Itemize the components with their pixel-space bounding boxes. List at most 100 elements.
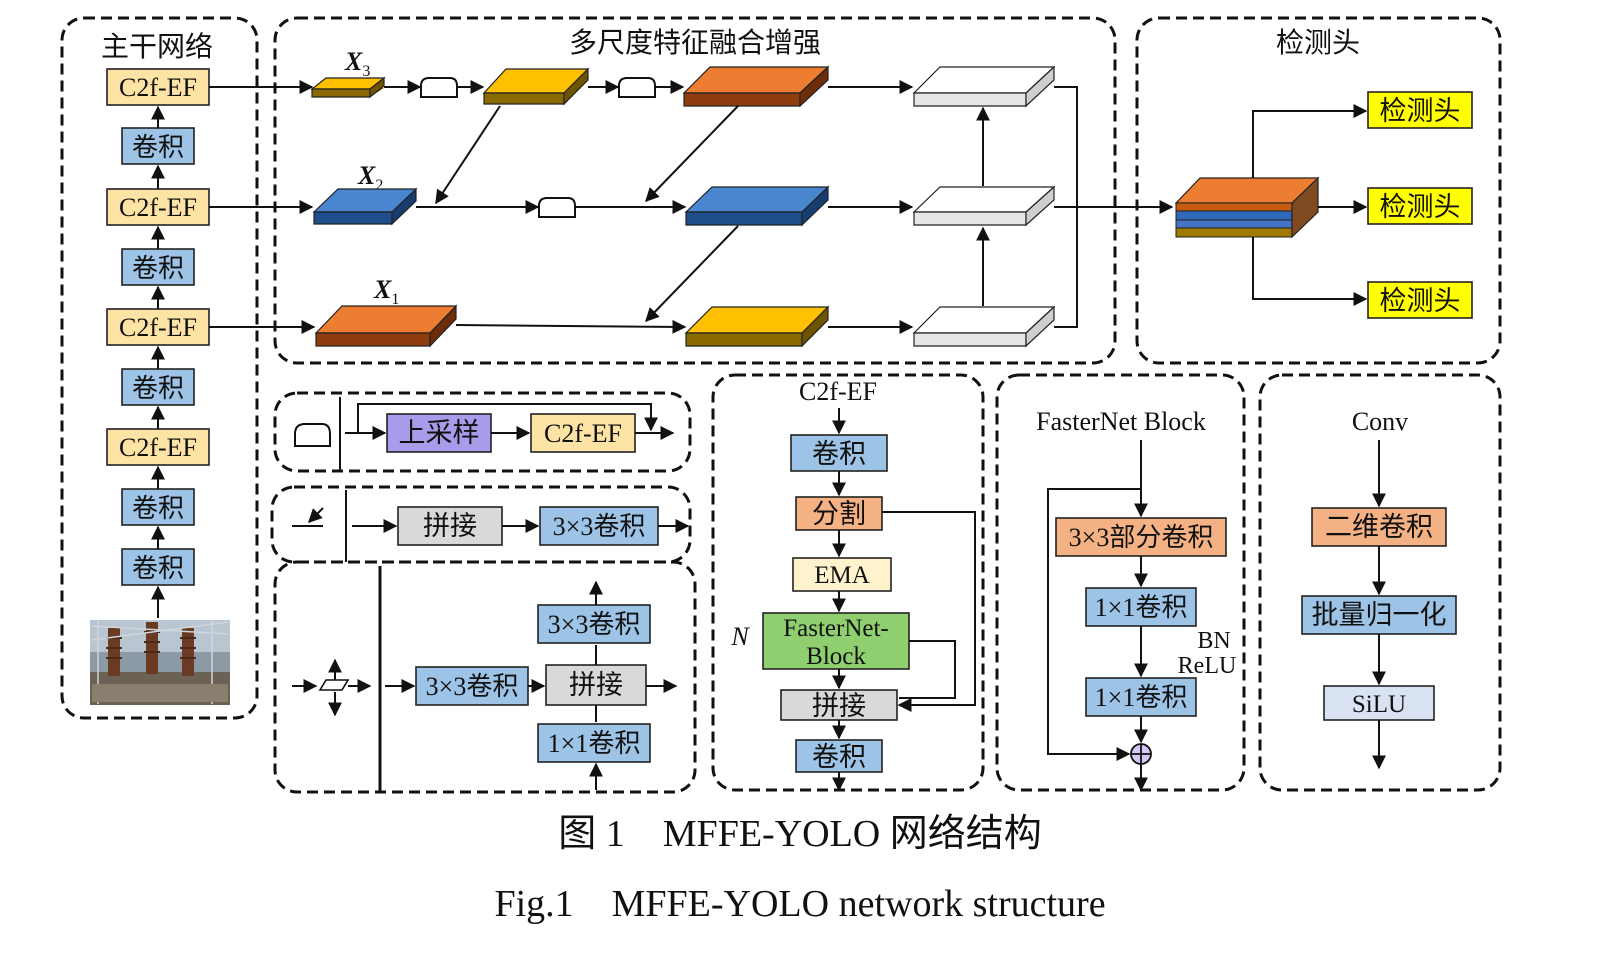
backbone-block-4-label: 卷积 — [132, 254, 184, 283]
c2fef-split: 分割 — [795, 496, 883, 531]
upsample-icon — [538, 197, 576, 218]
backbone-panel — [60, 16, 259, 720]
upsample-icon — [618, 77, 656, 98]
fasternet-title: FasterNet Block — [1036, 407, 1206, 436]
c2fef-ema: EMA — [792, 557, 892, 592]
backbone-block-9-label: 卷积 — [132, 554, 184, 583]
c2fef-conv2: 卷积 — [795, 739, 883, 773]
fusion-arrows — [384, 80, 1174, 334]
fusion-input-x3: X3 — [344, 47, 370, 80]
detection-head-3-label: 检测头 — [1380, 286, 1461, 316]
detection-head-3: 检测头 — [1367, 281, 1473, 319]
legend-fuse-left: 3×3卷积 — [426, 672, 519, 701]
conv-bn-label: 批量归一化 — [1312, 600, 1447, 630]
head-arrows — [1252, 104, 1368, 306]
backbone-block-4: 卷积 — [121, 248, 195, 286]
fasternet-relu: ReLU — [1178, 653, 1237, 679]
backbone-block-8-label: 卷积 — [132, 494, 184, 523]
backbone-block-8: 卷积 — [121, 488, 195, 526]
c2fef-repeat: N — [730, 622, 750, 651]
layer-x1 — [314, 304, 458, 348]
c2fef-fasternet-line2: Block — [806, 643, 866, 670]
c2fef-split-label: 分割 — [812, 499, 866, 529]
c2fef-conv1: 卷积 — [790, 434, 888, 472]
c2fef-fasternet-line1: FasterNet- — [783, 615, 889, 642]
backbone-block-6: 卷积 — [121, 368, 195, 406]
conv-conv2d: 二维卷积 — [1311, 507, 1447, 547]
upsample-icon — [420, 77, 458, 98]
conv-bn: 批量归一化 — [1301, 595, 1457, 635]
backbone-block-2-label: 卷积 — [132, 133, 184, 162]
backbone-block-3: C2f-EF — [106, 188, 210, 226]
fasternet-conv1: 1×1卷积 — [1085, 587, 1197, 627]
c2fef-panel — [711, 373, 985, 792]
fasternet-panel — [995, 373, 1246, 792]
upsample-icon — [294, 423, 331, 447]
backbone-block-5: C2f-EF — [106, 308, 210, 346]
head-title: 检测头 — [1276, 27, 1360, 59]
legend-fuse-bottom: 1×1卷积 — [548, 729, 641, 758]
conv-conv2d-label: 二维卷积 — [1325, 512, 1433, 542]
legend-downsample-op2: 3×3卷积 — [553, 512, 646, 541]
legend-upsample: 上采样 C2f-EF — [294, 397, 675, 471]
legend-fuse-panel — [273, 560, 697, 794]
detection-head-2: 检测头 — [1367, 187, 1473, 225]
backbone-block-7: C2f-EF — [106, 428, 210, 466]
fusion-panel — [273, 16, 1117, 365]
c2fef-arrows — [832, 408, 976, 792]
layer-x3 — [310, 76, 386, 99]
legend-fuse-mid: 拼接 — [569, 670, 623, 700]
backbone-block-7-label: C2f-EF — [119, 433, 197, 462]
backbone-block-2: 卷积 — [121, 127, 195, 165]
backbone-block-1: C2f-EF — [106, 68, 210, 106]
backbone-block-1-label: C2f-EF — [119, 73, 197, 102]
legend-fuse: 3×3卷积 拼接 3×3卷积 1×1卷积 — [292, 566, 678, 792]
caption-cn: 图 1 MFFE-YOLO 网络结构 — [558, 813, 1041, 855]
fasternet-add-icon — [1130, 743, 1152, 765]
legend-upsample-op2: C2f-EF — [544, 419, 622, 448]
backbone-block-6-label: 卷积 — [132, 374, 184, 403]
fasternet-bn: BN — [1197, 628, 1230, 654]
fasternet-conv2: 1×1卷积 — [1085, 677, 1197, 717]
conv-silu: SiLU — [1323, 685, 1435, 721]
layer-blue-mid — [684, 185, 830, 227]
c2fef-conv2-label: 卷积 — [812, 742, 866, 772]
backbone-to-fusion-arrows — [209, 80, 316, 334]
layer-x2 — [312, 187, 418, 226]
backbone-title: 主干网络 — [101, 31, 213, 63]
layer-yellow-top — [482, 67, 590, 106]
legend-downsample: 拼接 3×3卷积 — [292, 490, 690, 562]
layer-white-bottom — [912, 305, 1056, 348]
layer-yellow-bottom — [684, 305, 830, 348]
layer-orange-top — [682, 65, 830, 108]
backbone-block-3-label: C2f-EF — [119, 193, 197, 222]
legend-fuse-top: 3×3卷积 — [548, 610, 641, 639]
input-image — [90, 620, 230, 705]
c2fef-fasternet: FasterNet- Block — [762, 612, 910, 670]
legend-downsample-panel — [270, 485, 692, 564]
detection-head-1: 检测头 — [1367, 91, 1473, 129]
c2fef-ema-label: EMA — [814, 562, 870, 589]
c2fef-title: C2f-EF — [799, 377, 877, 406]
detection-head-1-label: 检测头 — [1380, 96, 1461, 126]
fusion-title: 多尺度特征融合增强 — [569, 27, 821, 59]
backbone-block-5-label: C2f-EF — [119, 313, 197, 342]
head-stacked-layers — [1174, 176, 1320, 239]
layer-white-mid — [912, 185, 1056, 227]
fusion-input-x1: X1 — [373, 275, 399, 308]
backbone-block-9: 卷积 — [121, 548, 195, 586]
fasternet-pconv-label: 3×3部分卷积 — [1069, 523, 1214, 552]
detection-head-2-label: 检测头 — [1380, 192, 1461, 222]
c2fef-concat-label: 拼接 — [812, 691, 866, 721]
fasternet-conv1-label: 1×1卷积 — [1095, 593, 1188, 622]
c2fef-concat: 拼接 — [780, 689, 898, 721]
fasternet-arrows — [1047, 440, 1148, 792]
feature-map-icon — [318, 679, 350, 691]
head-panel — [1135, 16, 1502, 365]
layer-white-top — [912, 65, 1056, 108]
c2fef-conv1-label: 卷积 — [812, 439, 866, 469]
fasternet-conv2-label: 1×1卷积 — [1095, 683, 1188, 712]
conv-title: Conv — [1352, 407, 1408, 436]
legend-upsample-op1: 上采样 — [399, 418, 480, 448]
